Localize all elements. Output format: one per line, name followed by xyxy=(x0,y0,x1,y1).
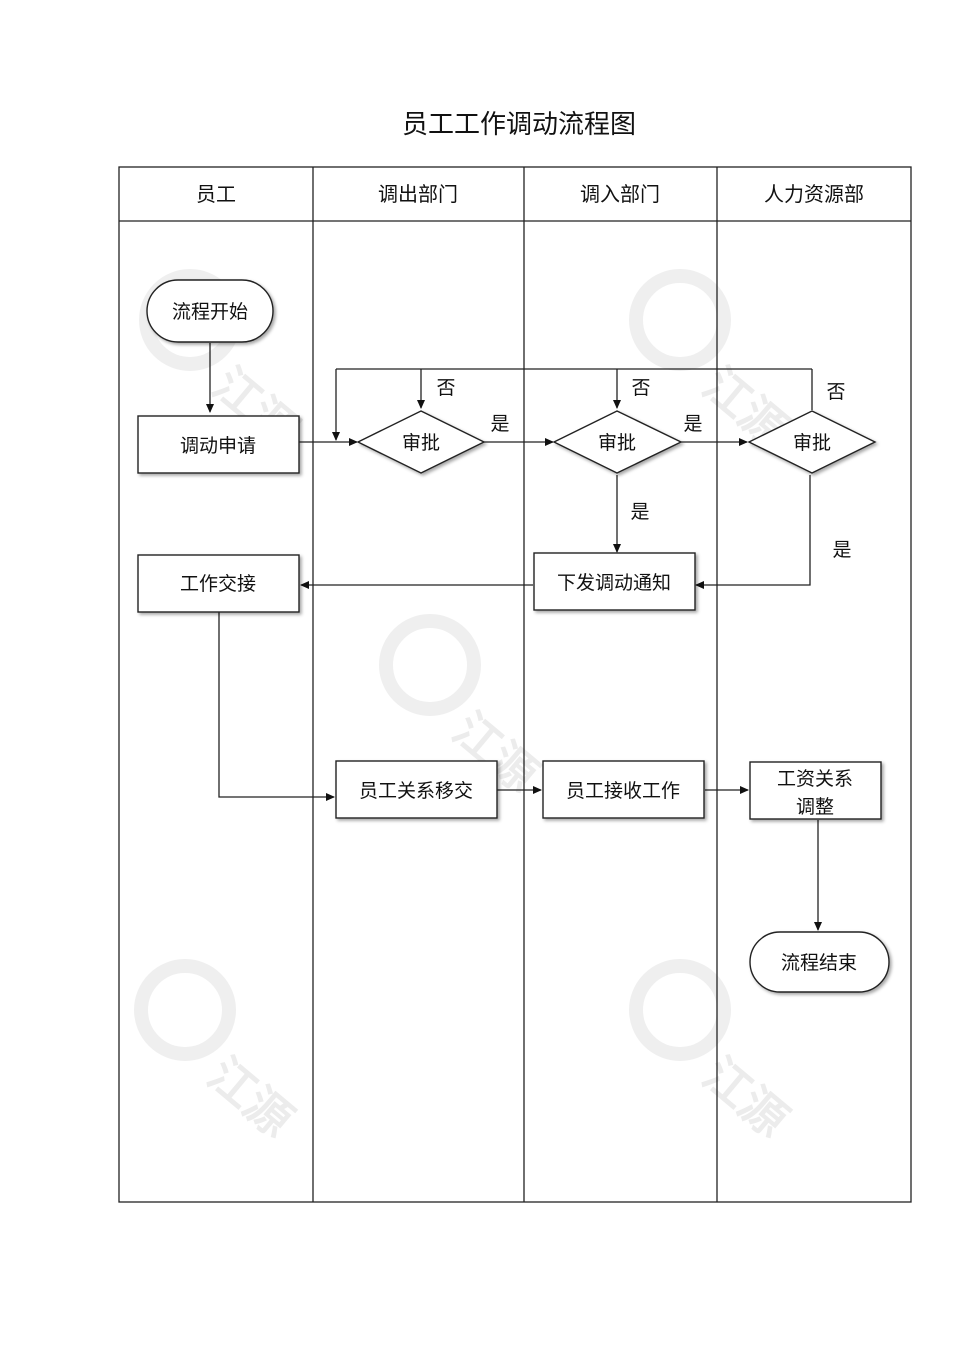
node-approve-in xyxy=(552,410,683,474)
node-receive-label: 员工接收工作 xyxy=(566,780,680,802)
label-out-no: 否 xyxy=(436,377,455,399)
node-approve-out-label: 审批 xyxy=(402,432,440,454)
node-adjust-label-line1: 工资关系 xyxy=(777,768,853,790)
lane-header-in-dept: 调入部门 xyxy=(580,182,660,206)
lane-header-hr: 人力资源部 xyxy=(764,182,864,206)
node-transfer xyxy=(335,760,498,819)
node-end-label: 流程结束 xyxy=(781,952,857,974)
node-start xyxy=(146,279,274,343)
node-adjust xyxy=(749,761,882,820)
swimlane-grid xyxy=(118,166,912,1203)
node-transfer-label: 员工关系移交 xyxy=(359,780,473,802)
node-handover xyxy=(137,554,300,613)
label-in-yes-right: 是 xyxy=(683,413,702,435)
node-approve-hr-label: 审批 xyxy=(793,432,831,454)
node-handover-label: 工作交接 xyxy=(180,573,256,595)
page-title: 员工工作调动流程图 xyxy=(402,110,636,140)
label-hr-yes: 是 xyxy=(832,539,851,561)
edge-approve-hr-notice xyxy=(695,475,811,589)
node-approve-out xyxy=(356,410,486,474)
node-notice-label: 下发调动通知 xyxy=(557,572,671,594)
node-apply-label: 调动申请 xyxy=(180,435,256,457)
watermark-text: 江源 xyxy=(693,1047,798,1148)
watermarks: 江源 江源 江源 江源 江源 xyxy=(134,269,798,1148)
node-adjust-label-line2: 调整 xyxy=(796,796,834,818)
connectors xyxy=(206,343,822,931)
node-approve-hr xyxy=(747,410,877,474)
node-apply xyxy=(137,415,300,474)
lane-header-out-dept: 调出部门 xyxy=(378,182,458,206)
edge-handover-transfer xyxy=(218,612,335,801)
node-receive xyxy=(542,760,705,819)
lane-header-employee: 员工 xyxy=(196,182,236,206)
label-in-no: 否 xyxy=(631,377,650,399)
node-end xyxy=(749,931,890,993)
node-notice xyxy=(533,552,696,611)
watermark-text: 江源 xyxy=(198,1047,303,1148)
node-approve-in-label: 审批 xyxy=(598,432,636,454)
node-start-label: 流程开始 xyxy=(172,301,248,323)
label-hr-no: 否 xyxy=(826,381,845,403)
label-in-yes-down: 是 xyxy=(630,501,649,523)
watermark-logo: 江源 xyxy=(134,959,303,1148)
label-out-yes: 是 xyxy=(490,413,509,435)
